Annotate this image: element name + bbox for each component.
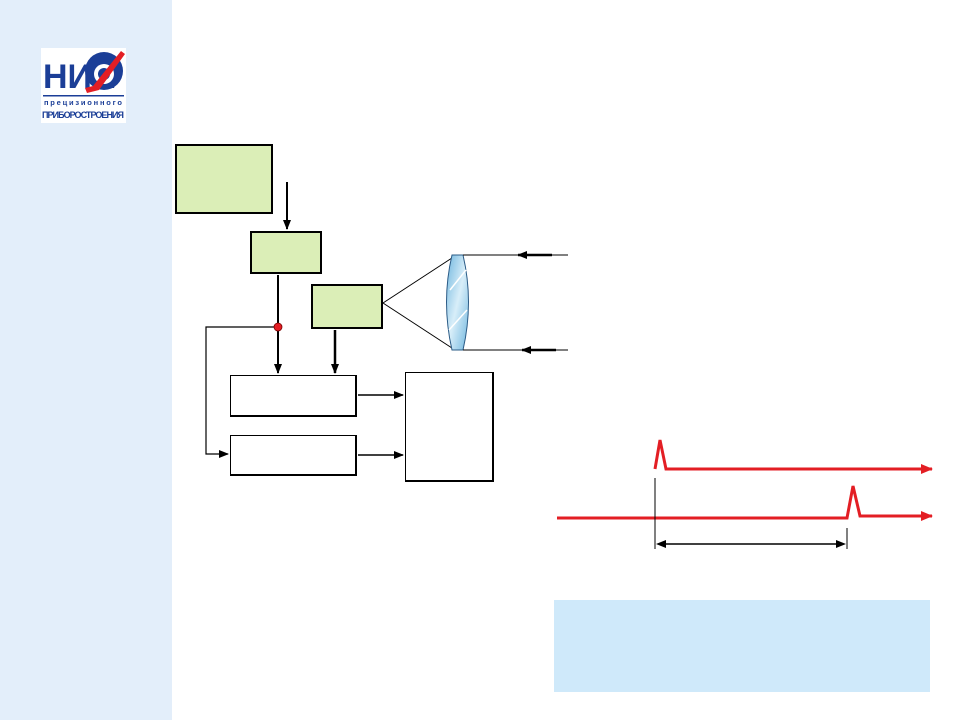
- arrow-junction-to-channel-2: [205, 326, 278, 458]
- lens-cone-bottom: [382, 302, 456, 351]
- logo-subtitle-1: прецизионного: [44, 98, 122, 107]
- block-top-source: [175, 144, 273, 214]
- logo-emblem: [85, 51, 125, 93]
- logo-subtitle-2: ПРИБОРОСТРОЕНИЯ: [42, 110, 124, 120]
- interval-arrow-right: [836, 540, 846, 548]
- note-box-text: [554, 600, 930, 608]
- block-channel-1: [230, 375, 357, 417]
- block-processor: [405, 372, 494, 482]
- lens-icon: [446, 254, 469, 351]
- interval-arrow-left: [656, 540, 666, 548]
- lens-cone-top: [382, 255, 456, 304]
- block-channel-2: [230, 435, 357, 476]
- block-receiver: [311, 284, 383, 329]
- emitted-pulse-trace: [653, 439, 933, 474]
- institute-logo: НИИ прецизионного ПРИБОРОСТРОЕНИЯ: [41, 48, 126, 123]
- block-emitter: [250, 231, 322, 274]
- note-box: [554, 600, 930, 692]
- received-pulse-trace: [557, 485, 933, 521]
- junction-dot: [273, 322, 283, 332]
